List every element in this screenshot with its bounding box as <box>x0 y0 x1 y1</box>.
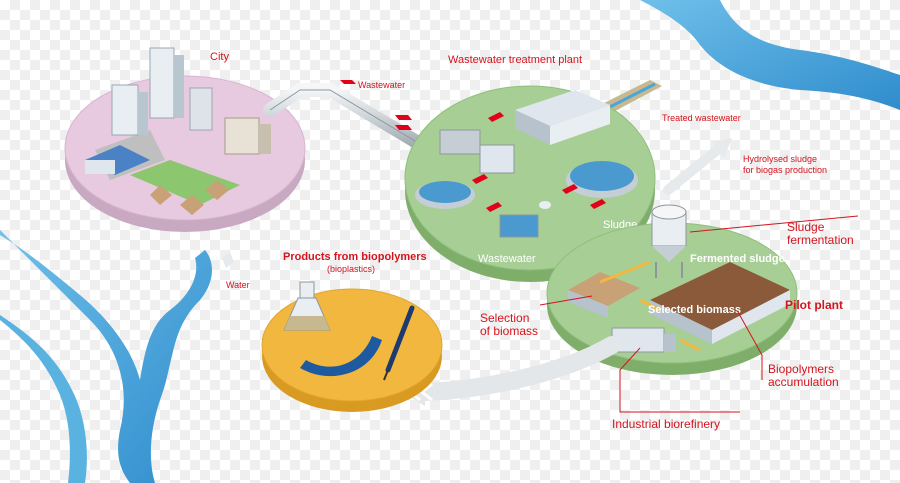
hydrolysed-line-2: for biogas production <box>743 165 827 175</box>
river-left <box>0 230 212 483</box>
wastewater-pipe <box>263 83 437 157</box>
biopolymers-line-2: accumulation <box>768 375 839 389</box>
city-platform <box>64 47 306 232</box>
city-label: City <box>210 51 229 63</box>
flow-arrows-wastewater <box>340 80 412 130</box>
bioplastic-band-icon <box>300 336 382 377</box>
sludge-fermentation-leader <box>689 215 859 233</box>
flask-icon <box>283 281 331 331</box>
selection-line-1: Selection <box>480 311 529 325</box>
river-top-right <box>640 0 900 110</box>
hydrolysed-sludge-arrow <box>663 138 732 195</box>
industrial-biorefinery-label: Industrial biorefinery <box>612 417 720 431</box>
wwtp-title: Wastewater treatment plant <box>448 54 582 66</box>
biopolymers-line-1: Biopolymers <box>768 362 834 376</box>
selected-biomass-label: Selected biomass <box>648 304 741 316</box>
water-label: Water <box>226 280 250 290</box>
biopolymers-leader <box>737 311 763 380</box>
products-title: Products from biopolymers <box>283 251 427 263</box>
pilot-plant-label: Pilot plant <box>785 298 843 312</box>
products-platform <box>261 288 443 412</box>
sludge-fermentation-line-1: Sludge <box>787 220 825 234</box>
treatment-plant-platform <box>404 85 656 282</box>
pen-icon <box>383 305 415 381</box>
fermented-sludge-label: Fermented sludge <box>690 253 785 265</box>
selection-line-2: of biomass <box>480 324 538 338</box>
water-arrow <box>222 252 234 268</box>
biorefinery-leader <box>619 347 740 413</box>
wastewater-pipe-label: Wastewater <box>358 80 405 90</box>
selection-leader <box>539 295 593 306</box>
sludge-fermentation-line-2: fermentation <box>787 233 854 247</box>
treated-wastewater-label: Treated wastewater <box>662 113 741 123</box>
hydrolysed-line-1: Hydrolysed sludge <box>743 154 817 164</box>
products-subtitle: (bioplastics) <box>327 264 375 274</box>
wastewater-inlet-label: Wastewater <box>478 253 536 265</box>
